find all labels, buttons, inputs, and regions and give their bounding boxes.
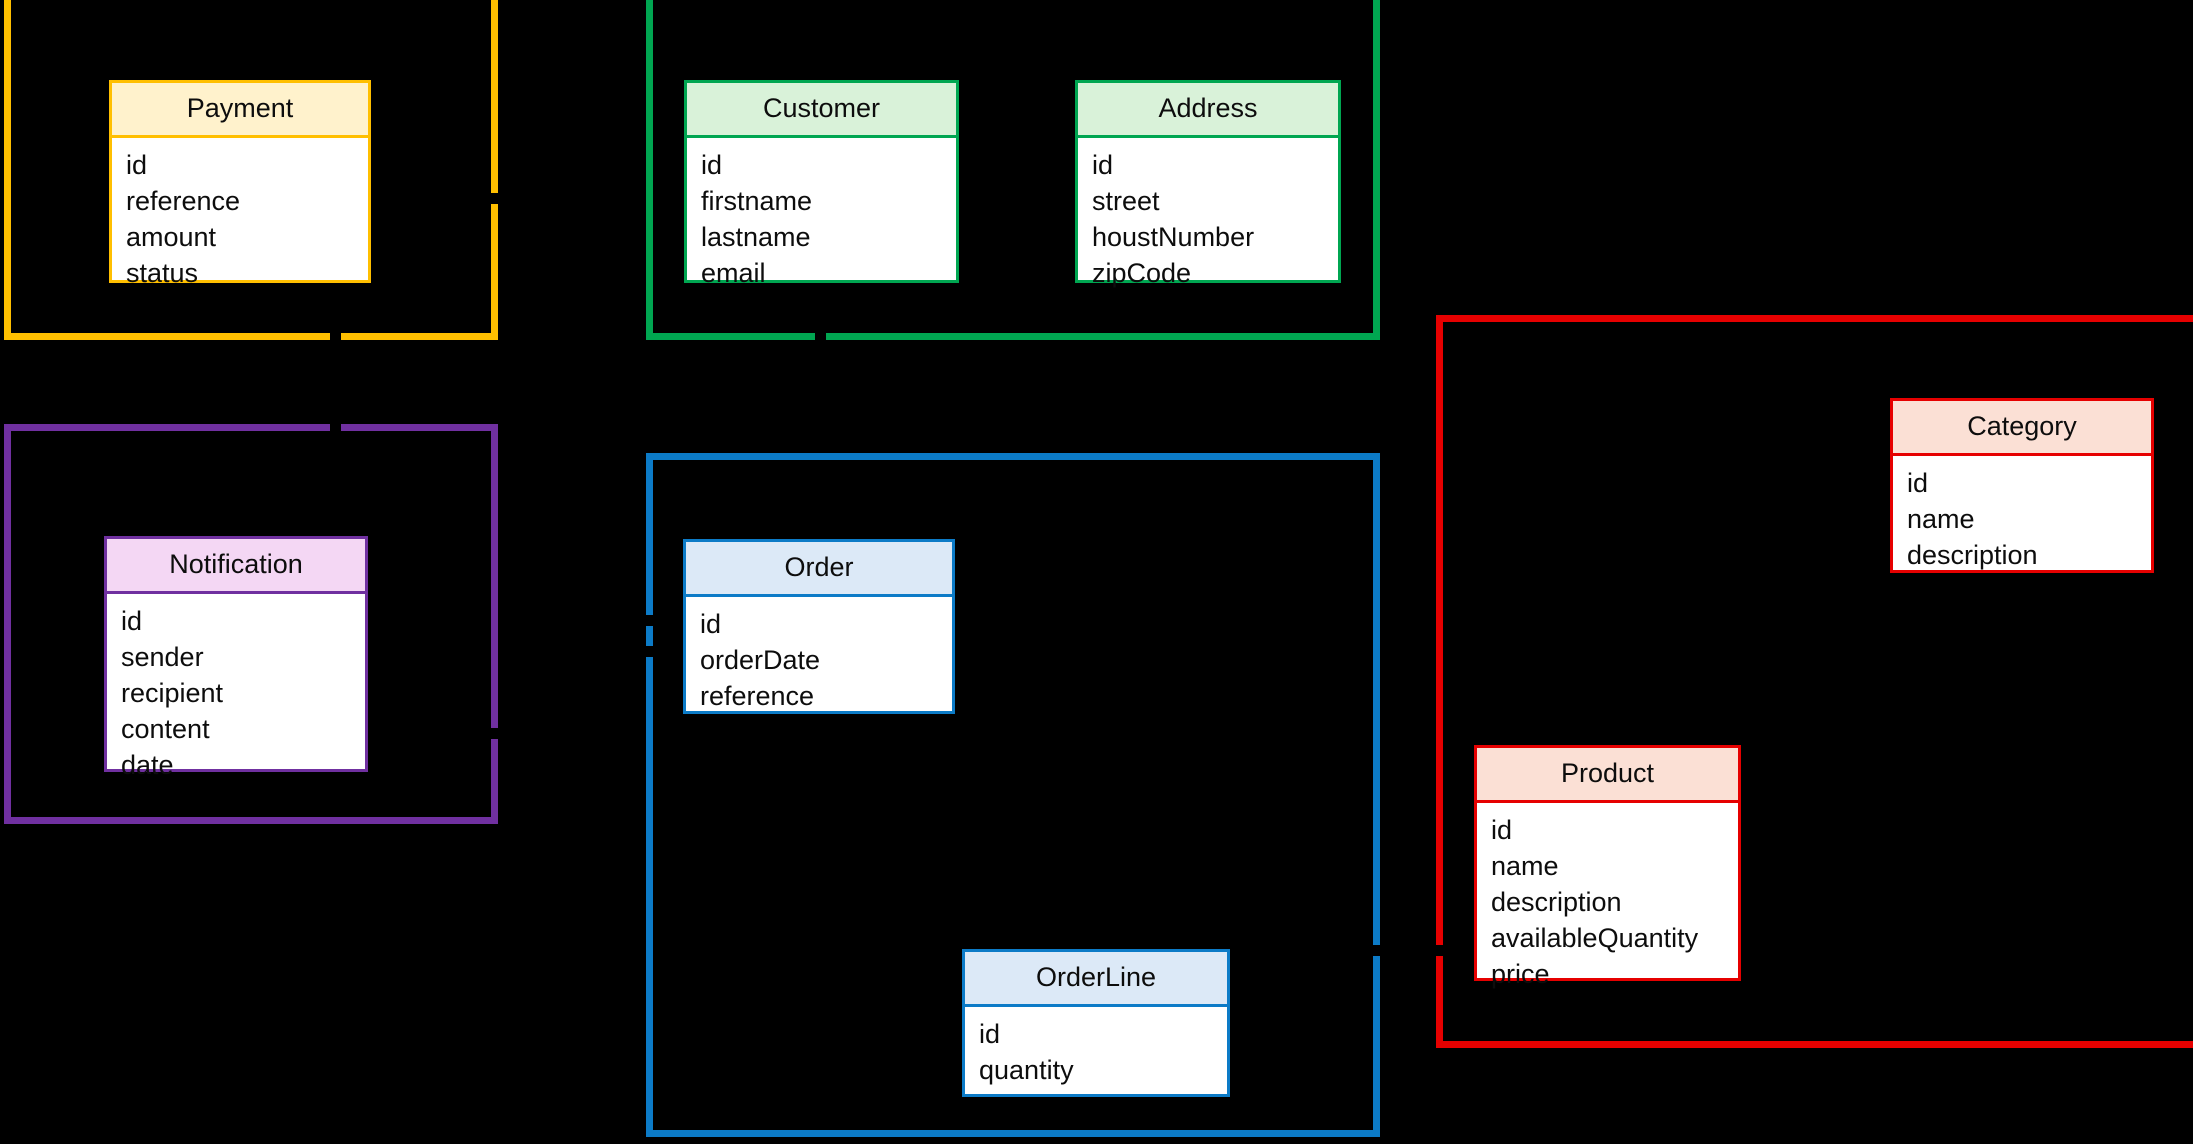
entity-fields-payment: id reference amount status	[112, 138, 368, 287]
entity-title-customer: Customer	[687, 83, 956, 138]
region-border-gap	[491, 728, 498, 739]
entity-field: id	[126, 150, 148, 180]
entity-field: id	[700, 609, 722, 639]
entity-fields-category: id name description	[1893, 456, 2151, 570]
entity-customer[interactable]: Customer id firstname lastname email	[684, 80, 959, 287]
entity-field: id	[979, 1019, 1001, 1049]
entity-field: street	[1092, 186, 1160, 216]
entity-address[interactable]: Address id street houstNumber zipCode	[1075, 80, 1341, 287]
entity-payment[interactable]: Payment id reference amount status	[109, 80, 371, 287]
entity-fields-orderline: id quantity	[965, 1007, 1227, 1094]
context-region-customer-context	[646, 0, 1380, 340]
entity-field: price	[1491, 959, 1550, 989]
entity-field: description	[1491, 887, 1622, 917]
entity-field: name	[1491, 851, 1559, 881]
entity-fields-address: id street houstNumber zipCode	[1078, 138, 1338, 287]
region-border-gap	[1373, 945, 1380, 956]
entity-fields-order: id orderDate reference	[686, 597, 952, 711]
entity-title-order: Order	[686, 542, 952, 597]
entity-category[interactable]: Category id name description	[1890, 398, 2154, 573]
entity-title-product: Product	[1477, 748, 1738, 803]
entity-field: quantity	[979, 1055, 1074, 1085]
entity-field: id	[1907, 468, 1929, 498]
entity-field: reference	[700, 681, 815, 711]
entity-title-address: Address	[1078, 83, 1338, 138]
entity-orderline[interactable]: OrderLine id quantity	[962, 949, 1230, 1097]
region-border-gap	[330, 333, 341, 340]
entity-title-payment: Payment	[112, 83, 368, 138]
entity-field: lastname	[701, 222, 811, 252]
context-region-catalog-context	[1436, 315, 2193, 1048]
entity-field: houstNumber	[1092, 222, 1255, 252]
entity-product[interactable]: Product id name description availableQuantit…	[1474, 745, 1741, 988]
entity-field: zipCode	[1092, 258, 1192, 288]
entity-field: name	[1907, 504, 1975, 534]
entity-notification[interactable]: Notification id sender recipient content date	[104, 536, 368, 779]
entity-field: availableQuantity	[1491, 923, 1699, 953]
entity-field: orderDate	[700, 645, 821, 675]
region-border-gap	[491, 193, 498, 204]
entity-field: reference	[126, 186, 241, 216]
entity-field: id	[121, 606, 143, 636]
entity-title-notification: Notification	[107, 539, 365, 594]
entity-field: description	[1907, 540, 2038, 570]
context-region-payment-context	[4, 0, 498, 340]
region-border-gap	[815, 333, 826, 340]
entity-field: sender	[121, 642, 204, 672]
region-border-gap	[646, 646, 653, 657]
region-border-gap	[1436, 945, 1443, 956]
entity-fields-customer: id firstname lastname email	[687, 138, 956, 287]
entity-fields-product: id name description availableQuantity price	[1477, 803, 1738, 988]
entity-order[interactable]: Order id orderDate reference	[683, 539, 955, 714]
entity-field: firstname	[701, 186, 813, 216]
entity-field: amount	[126, 222, 217, 252]
region-border-gap	[330, 424, 341, 431]
entity-field: status	[126, 258, 199, 288]
entity-field: date	[121, 750, 174, 780]
entity-field: email	[701, 258, 766, 288]
entity-field: id	[1092, 150, 1114, 180]
entity-title-orderline: OrderLine	[965, 952, 1227, 1007]
entity-field: id	[701, 150, 723, 180]
context-region-order-context	[646, 453, 1380, 1137]
entity-field: id	[1491, 815, 1513, 845]
region-border-gap	[646, 615, 653, 626]
entity-title-category: Category	[1893, 401, 2151, 456]
context-region-notification-context	[4, 424, 498, 824]
entity-field: content	[121, 714, 210, 744]
entity-field: recipient	[121, 678, 224, 708]
entity-fields-notification: id sender recipient content date	[107, 594, 365, 779]
